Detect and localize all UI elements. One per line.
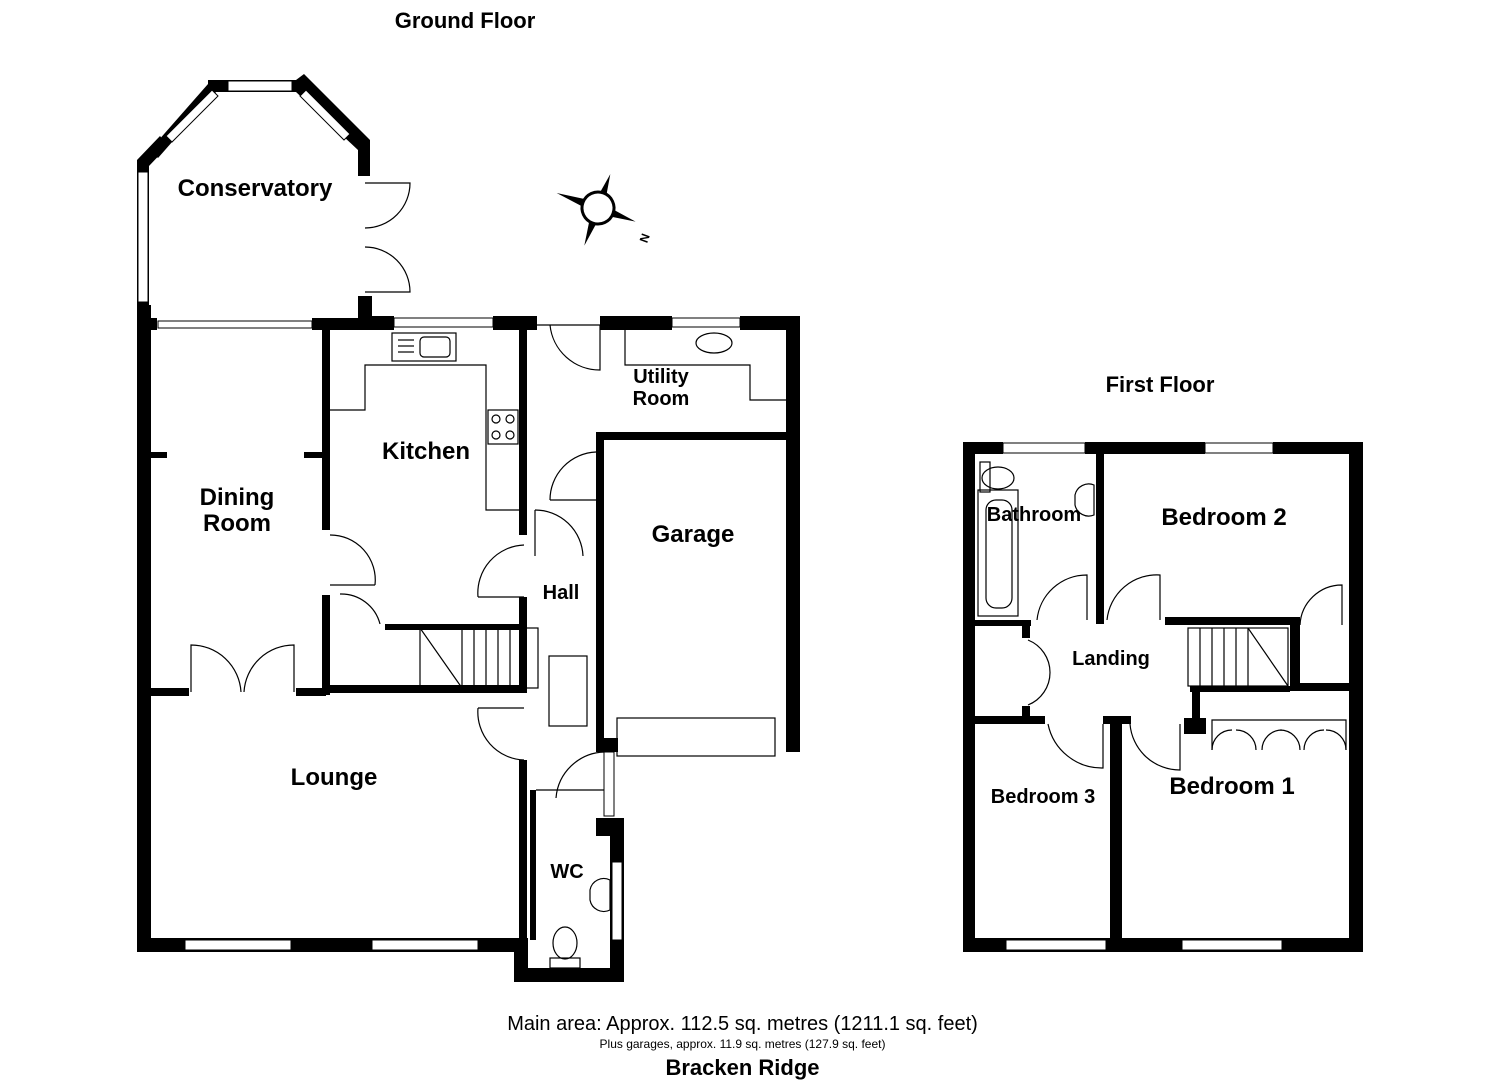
compass-rose-icon bbox=[556, 174, 636, 246]
ground-floor-labels: Conservatory Dining Room Kitchen Utility… bbox=[178, 175, 735, 883]
ground-floor-walls bbox=[137, 296, 800, 982]
ground-floor-doors bbox=[190, 182, 605, 799]
ground-floor-windows bbox=[157, 317, 741, 951]
landing-label: Landing bbox=[1072, 648, 1150, 670]
compass-north-label: N bbox=[636, 232, 652, 245]
bathroom-label: Bathroom bbox=[987, 504, 1081, 526]
conservatory-label: Conservatory bbox=[178, 175, 333, 202]
utility-room-label-line1: Utility bbox=[633, 366, 689, 388]
bedroom-3-label: Bedroom 3 bbox=[991, 786, 1095, 808]
conservatory-structure bbox=[137, 74, 370, 305]
ground-floor-title: Ground Floor bbox=[395, 8, 536, 33]
dining-room-label-line1: Dining bbox=[200, 484, 275, 511]
ground-floor-fixtures bbox=[330, 330, 786, 969]
kitchen-label: Kitchen bbox=[382, 438, 470, 465]
utility-room-label-line2: Room bbox=[633, 388, 690, 410]
hall-label: Hall bbox=[543, 582, 580, 604]
first-floor-title: First Floor bbox=[1106, 372, 1215, 397]
garage-label: Garage bbox=[652, 521, 735, 548]
property-address: Bracken Ridge bbox=[665, 1055, 820, 1080]
bedroom-2-label: Bedroom 2 bbox=[1161, 504, 1286, 531]
dining-room-label-line2: Room bbox=[203, 510, 271, 537]
first-floor-labels: Bathroom Bedroom 2 Landing Bedroom 3 Bed… bbox=[987, 504, 1295, 808]
first-floor-windows bbox=[1002, 442, 1283, 951]
bedroom-1-label: Bedroom 1 bbox=[1169, 773, 1294, 800]
wc-label: WC bbox=[550, 861, 583, 883]
lounge-label: Lounge bbox=[291, 764, 378, 791]
garage-area-caption: Plus garages, approx. 11.9 sq. metres (1… bbox=[599, 1037, 886, 1051]
main-area-caption: Main area: Approx. 112.5 sq. metres (121… bbox=[507, 1013, 978, 1035]
first-floor-doors bbox=[1027, 574, 1347, 771]
first-floor-fixtures bbox=[977, 461, 1289, 687]
